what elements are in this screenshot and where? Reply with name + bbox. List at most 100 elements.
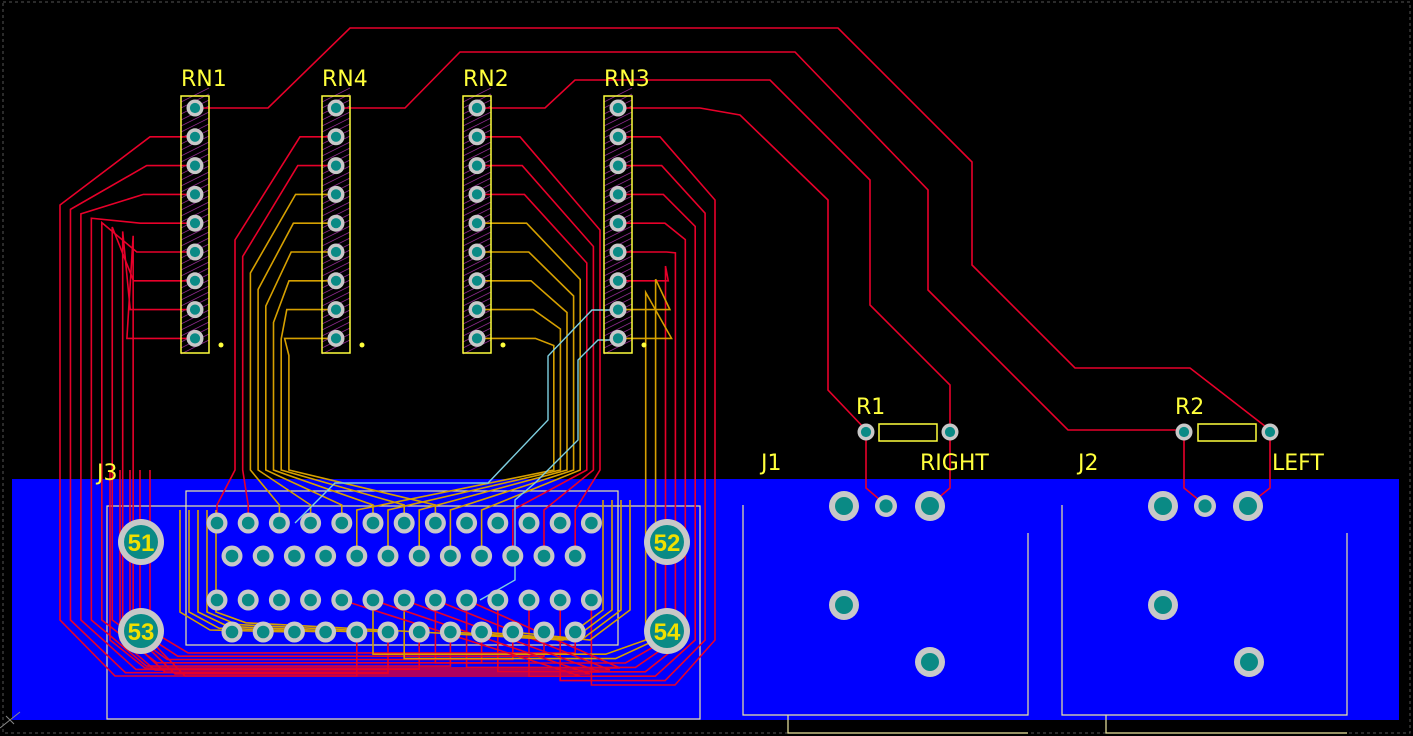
trace-rn3-pin2 (590, 136, 716, 686)
rn4-footprint (321, 95, 351, 354)
r2-pad-2 (1261, 423, 1279, 441)
j3-pad-row1-5 (331, 512, 353, 534)
j3-pad-row3-8 (424, 589, 446, 611)
rn4-hatch (321, 177, 351, 193)
pad-group (186, 99, 1279, 677)
trace-rn4-pin3 (241, 164, 336, 523)
j3-pad-row1-12 (549, 512, 571, 534)
j3-pad-row1-1 (206, 512, 228, 534)
j1-outline (742, 505, 1029, 734)
rn2-hatch (462, 111, 492, 127)
rn2-pin-7 (468, 272, 486, 290)
rn3-hatch (603, 285, 633, 301)
rn4-label: RN4 (322, 67, 368, 92)
rn4-hatch (321, 195, 351, 211)
rn3-pin-4 (609, 185, 627, 203)
j2-pad-2 (1194, 495, 1216, 517)
mount-pad-54: 54 (644, 608, 690, 654)
rn4-pin-5 (327, 214, 345, 232)
trace-gold-loop-0 (179, 510, 295, 633)
j1-label: J1 (759, 451, 782, 476)
j2-outline (1061, 505, 1348, 734)
trace-rn2-pin5 (477, 222, 582, 556)
j3-pad-row1-2 (237, 512, 259, 534)
j3-pad-row4-2 (252, 621, 274, 643)
rn2-hatch (462, 285, 492, 301)
j3-pad-row3-11 (518, 589, 540, 611)
j3-pad-row3-2 (237, 589, 259, 611)
rn3-hatch (603, 315, 633, 331)
rn1-label: RN1 (181, 67, 227, 92)
j3-pad-row4-12 (564, 621, 586, 643)
rn1-hatch (180, 339, 210, 355)
rn3-pin-3 (609, 157, 627, 175)
j3-pad-row1-8 (424, 512, 446, 534)
j3-pad-row2-5 (346, 545, 368, 567)
trace-loop-left-4 (149, 470, 581, 677)
j3-pad-row2-7 (408, 545, 430, 567)
rn2-label: RN2 (463, 67, 509, 92)
rn3-hatch (603, 291, 633, 307)
rn4-hatch (321, 231, 351, 247)
rn1-pin-4 (186, 185, 204, 203)
j3-pad-row1-7 (393, 512, 415, 534)
j3-pad-row1-11 (518, 512, 540, 534)
rn2-hatch (462, 147, 492, 163)
trace-rn2-to-r1 (477, 79, 951, 430)
rn1-pin-7 (186, 272, 204, 290)
rn2-pin-6 (468, 243, 486, 261)
trace-gold-loop-3 (206, 510, 389, 633)
svg-text:52: 52 (654, 530, 681, 557)
j3-pad-row2-12 (564, 545, 586, 567)
rn2-hatch (462, 141, 492, 157)
rn3-pin-2 (609, 128, 627, 146)
rn4-pin-8 (327, 301, 345, 319)
j3-pad-row3-3 (268, 589, 290, 611)
j3-pad-row4-5 (346, 621, 368, 643)
rn1-hatch (180, 321, 210, 337)
j3-pad-row2-11 (533, 545, 555, 567)
j3-pad-row3-13 (580, 589, 602, 611)
rn3-hatch (603, 147, 633, 163)
rn3-pin-7 (609, 272, 627, 290)
trace-rn4-pin6 (264, 251, 343, 523)
j3-pad-row1-4 (300, 512, 322, 534)
mount-pad-52: 52 (644, 519, 690, 565)
j2-pad-1 (1148, 491, 1178, 521)
rn1-hatch (180, 171, 210, 187)
right-label: RIGHT (920, 451, 989, 476)
rn2-pin-9 (468, 329, 486, 347)
rn2-pin-3 (468, 157, 486, 175)
rn3-hatch (603, 195, 633, 211)
trace-cyan-a (294, 309, 618, 524)
rn1-hatch (180, 291, 210, 307)
j1-pad-4 (829, 590, 859, 620)
rn1-hatch (180, 177, 210, 193)
r1-body (878, 423, 938, 442)
rn2-hatch (462, 195, 492, 211)
mount-pad-53: 53 (118, 608, 164, 654)
rn4-hatch (321, 315, 351, 331)
j3-pad-row2-9 (471, 545, 493, 567)
r1-pad-1 (857, 423, 875, 441)
j3-pad-row3-6 (362, 589, 384, 611)
j3-pad-row4-11 (533, 621, 555, 643)
j3-pad-row2-3 (283, 545, 305, 567)
rn2-hatch (462, 201, 492, 217)
rn4-hatch (321, 171, 351, 187)
rn3-hatch (603, 255, 633, 271)
rn1-hatch (180, 141, 210, 157)
j3-pad-row4-3 (283, 621, 305, 643)
rn1-hatch (180, 195, 210, 211)
j2-pad-3 (1233, 491, 1263, 521)
rn1-hatch (180, 225, 210, 241)
j3-label: J3 (95, 461, 118, 486)
j3-pad-row2-4 (315, 545, 337, 567)
rn4-pin-1 (327, 99, 345, 117)
rn1-hatch (180, 111, 210, 127)
rn1-hatch (180, 87, 210, 103)
trace-rn2-pin2 (477, 136, 601, 556)
pin1-markers (218, 342, 647, 348)
j3-pad-row2-1 (221, 545, 243, 567)
